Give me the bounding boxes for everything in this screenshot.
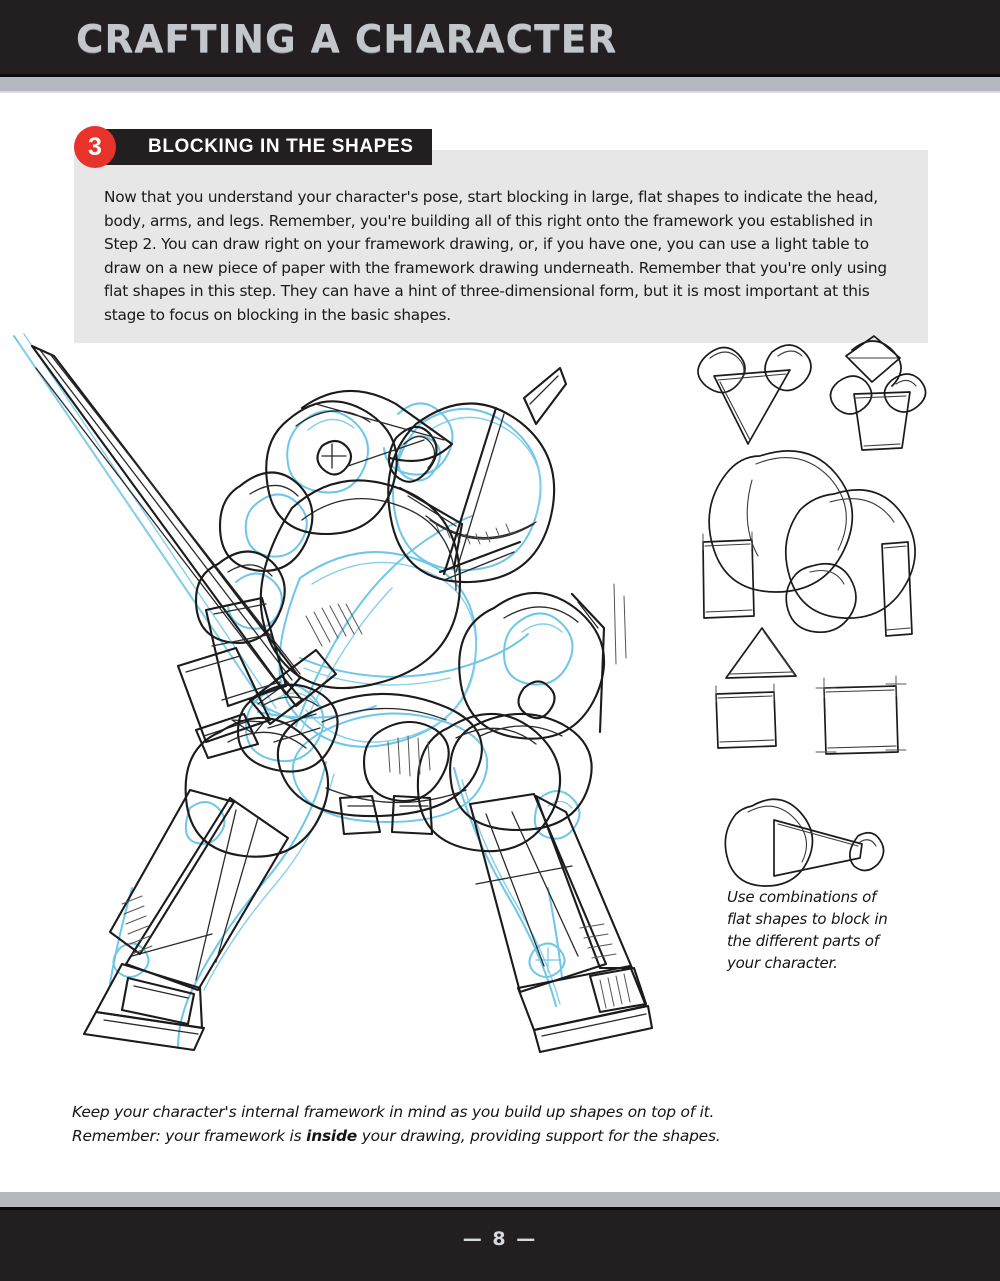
left-leg-block	[82, 788, 290, 1052]
shapes-caption-line1: Use combinations of	[727, 888, 877, 906]
sword-shape	[30, 344, 338, 735]
figure-caption-line1: Keep your character's internal framework…	[72, 1103, 715, 1121]
shape-head-triangle-circles	[697, 344, 812, 445]
page-footer-bar	[0, 1210, 1000, 1281]
blue-framework-lines	[13, 333, 581, 1049]
shapes-caption: Use combinations of flat shapes to block…	[727, 886, 917, 974]
footer-divider-rule	[0, 1207, 1000, 1210]
right-leg-block	[468, 792, 654, 1054]
step-title-bar: BLOCKING IN THE SHAPES	[100, 129, 432, 165]
shape-small-circle	[785, 562, 857, 634]
figure-caption-line2-after: your drawing, providing support for the …	[357, 1127, 721, 1145]
intro-text-box: Now that you understand your character's…	[74, 150, 928, 343]
footer-gray-band	[0, 1192, 1000, 1207]
shapes-caption-line3: the different parts of	[727, 932, 879, 950]
page-number: — 8 —	[462, 1228, 538, 1250]
header-divider-rule	[0, 74, 1000, 77]
page-title: CRAFTING A CHARACTER	[76, 18, 618, 62]
mech-character-blocking-sketch	[13, 333, 654, 1054]
shape-square-large	[815, 675, 907, 755]
intro-paragraph: Now that you understand your character's…	[104, 188, 887, 324]
head-block-shape	[387, 366, 568, 584]
left-shoulder-block	[265, 389, 454, 536]
hip-joint-cylinders	[184, 712, 562, 858]
header-gray-band	[0, 77, 1000, 91]
flat-shapes-reference-sketch	[697, 335, 927, 887]
shapes-caption-line2: flat shapes to block in	[727, 910, 888, 928]
right-arm-block	[449, 583, 627, 832]
page-header-bar	[0, 0, 1000, 74]
shape-body-trapezoid-circles	[829, 335, 927, 451]
shape-large-circle	[708, 450, 854, 593]
left-arm-block	[176, 471, 339, 773]
illustration-svg: .p { fill:none; stroke:#1b1b1b; stroke-w…	[13, 333, 927, 1054]
header-gray-band-highlight	[0, 91, 1000, 93]
shape-vertical-bar	[881, 541, 913, 637]
waist-detail	[362, 720, 450, 802]
figure-caption: Keep your character's internal framework…	[72, 1100, 902, 1148]
figure-caption-emphasis: inside	[306, 1127, 358, 1145]
shape-square-small	[715, 683, 777, 749]
shape-triangle	[725, 627, 797, 679]
figure-caption-line2-before: Remember: your framework is	[72, 1127, 307, 1145]
illustration-area: .p { fill:none; stroke:#1b1b1b; stroke-w…	[0, 328, 1000, 1098]
step-number-badge: 3	[74, 126, 116, 168]
shapes-caption-line4: your character.	[727, 954, 838, 972]
neck-joint-shape	[387, 425, 438, 483]
pelvis-block-shape	[276, 692, 483, 836]
shape-overlapping-circle	[784, 489, 916, 619]
shape-arm-circle-cone	[724, 798, 885, 887]
shape-rectangle-left	[702, 531, 755, 619]
torso-block-shape	[259, 479, 522, 690]
